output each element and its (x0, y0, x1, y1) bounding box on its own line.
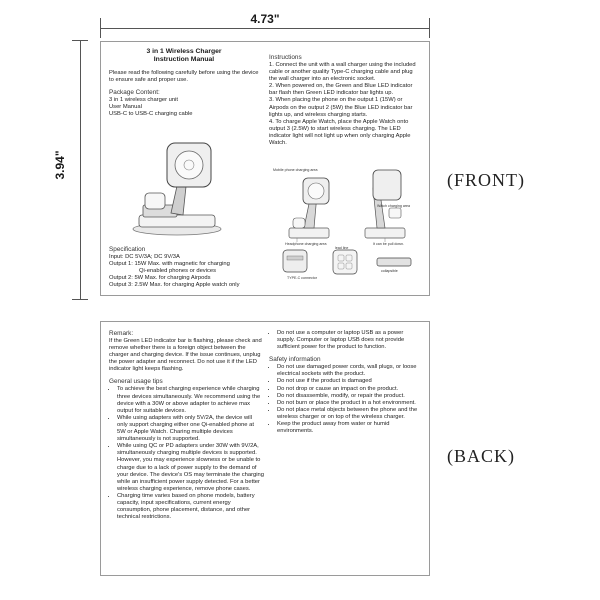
package-item: USB-C to USB-C charging cable (109, 111, 193, 118)
back-label: (BACK) (447, 446, 515, 466)
safety-item: Do not use if the product is damaged (277, 378, 421, 385)
charger-diagram: Mobile phone charging area Watch chargin… (269, 168, 424, 293)
package-heading: Package Content: (109, 89, 160, 97)
label-pull-down: It can be pull down. (373, 242, 404, 246)
height-dimension-line (80, 40, 81, 300)
height-dimension: 3.94" (53, 40, 88, 300)
safety-item: Do not drop or cause an impact on the pr… (277, 386, 421, 393)
safety-item: Do not disassemble, modify, or repair th… (277, 393, 421, 400)
instruction-step: 3. When placing the phone on the output … (269, 97, 413, 118)
safety-item: Do not burn or place the product in a ho… (277, 400, 421, 407)
label-collapsible: collapsible (381, 269, 398, 273)
spec-output1: Output 1: 15W Max. with magnetic for cha… (109, 261, 230, 268)
label-watch-area: Watch charging area (377, 204, 411, 208)
front-panel: 3 in 1 Wireless Charger Instruction Manu… (100, 41, 430, 296)
usage-tip: While using QC or PD adapters under 30W … (117, 443, 264, 493)
spec-input: Input: DC 5V/3A; DC 9V/3A (109, 254, 180, 260)
width-tick-right (429, 18, 430, 38)
manual-title-line1: 3 in 1 Wireless Charger (146, 48, 222, 55)
width-dimension: 4.73" (100, 10, 430, 38)
instructions-heading: Instructions (269, 54, 302, 61)
usage-heading: General usage tips (109, 378, 163, 386)
spec-output2: Output 2: 5W Max. for charging Airpods (109, 275, 211, 282)
usage-tip: To achieve the best charging experience … (117, 386, 264, 414)
instructions-section: Instructions 1. Connect the unit with a … (269, 54, 421, 147)
front-left-column: 3 in 1 Wireless Charger Instruction Manu… (109, 48, 259, 118)
remark-heading: Remark: (109, 330, 134, 337)
usage-tip: Charging time varies based on phone mode… (117, 493, 264, 521)
intro-text: Please read the following carefully befo… (109, 70, 259, 84)
safety-heading: Safety information (269, 356, 321, 364)
label-typec: TYPE-C connector (287, 276, 317, 280)
instruction-step: 4. To charge Apple Watch, place the Appl… (269, 118, 411, 147)
label-lead-line: lead line (335, 246, 349, 250)
back-panel: Remark: If the Green LED indicator bar i… (100, 321, 430, 576)
spec-output1-cont: Qi-enabled phones or devices (139, 268, 217, 275)
height-label: 3.94" (53, 150, 67, 180)
label-phone-area: Mobile phone charging area (273, 168, 318, 172)
charger-product-illustration (132, 142, 222, 236)
instruction-step: 1. Connect the unit with a wall charger … (269, 62, 416, 83)
remark-text: If the Green LED indicator bar is flashi… (109, 338, 262, 373)
safety-item: Keep the product away from water or humi… (277, 421, 421, 435)
usage-tip: While using adapters with only 5V/2A, th… (117, 415, 264, 443)
safety-item: Do not place metal objects between the p… (277, 407, 421, 421)
spec-heading: Specification (109, 246, 146, 253)
usb-tip: Do not use a computer or laptop USB as a… (277, 330, 421, 351)
manual-title-line2: Instruction Manual (153, 56, 215, 63)
height-tick-top (72, 40, 88, 41)
spec-output3: Output 3: 2.5W Max. for charging Apple w… (109, 282, 240, 289)
back-left-column: Remark: If the Green LED indicator bar i… (109, 330, 264, 521)
spec-section: Specification Input: DC 5V/3A; DC 9V/3A … (109, 241, 269, 289)
front-label: (FRONT) (447, 170, 525, 190)
back-right-column: Do not use a computer or laptop USB as a… (269, 330, 421, 435)
package-item: User Manual (109, 104, 142, 111)
width-dimension-line (100, 28, 430, 29)
width-label: 4.73" (246, 12, 284, 26)
label-headphone-area: Headphone charging area (285, 242, 327, 246)
width-tick-left (100, 18, 101, 38)
height-tick-bottom (72, 299, 88, 300)
package-item: 3 in 1 wireless charger unit (109, 97, 178, 104)
safety-item: Do not use damaged power cords, wall plu… (277, 364, 421, 378)
instruction-step: 2. When powered on, the Green and Blue L… (269, 83, 413, 97)
charger-diagram-drawing (282, 169, 412, 275)
